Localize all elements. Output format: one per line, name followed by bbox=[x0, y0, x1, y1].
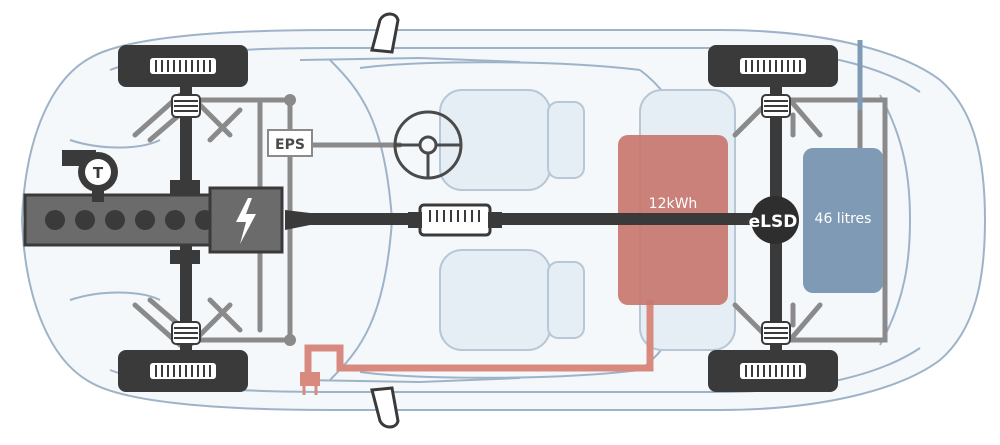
mirror-top bbox=[370, 12, 400, 54]
center-gear-unit bbox=[408, 203, 502, 237]
fuel-tank-label: 46 litres bbox=[815, 211, 872, 227]
wheel-rear-right bbox=[708, 350, 838, 392]
battery-label: 12kWh bbox=[649, 196, 698, 212]
elsd-unit bbox=[751, 196, 799, 244]
fuel-tank bbox=[803, 148, 883, 293]
wheel-front-right bbox=[118, 350, 248, 392]
engine-cylinders-icon bbox=[45, 210, 215, 230]
electric-motor bbox=[208, 186, 284, 254]
charge-port-icon bbox=[300, 372, 320, 386]
steering-wheel-icon bbox=[393, 110, 463, 180]
turbo-label: T bbox=[93, 164, 104, 182]
front-seat-left bbox=[439, 89, 551, 191]
steering-pivot-top bbox=[284, 94, 296, 106]
turbocharger-icon bbox=[62, 150, 118, 202]
wheel-rear-left bbox=[708, 45, 838, 87]
eps-box bbox=[267, 129, 313, 157]
mirror-bottom bbox=[370, 386, 400, 429]
elsd-label: eLSD bbox=[749, 212, 798, 232]
prop-shaft bbox=[310, 213, 770, 225]
lightning-bolt-icon bbox=[236, 198, 256, 244]
wheel-front-left bbox=[118, 45, 248, 87]
wheels bbox=[118, 45, 838, 392]
charging-cable bbox=[304, 300, 654, 378]
steering-pivot-bottom bbox=[284, 334, 296, 346]
eps-label: EPS bbox=[275, 137, 305, 153]
front-seat-right bbox=[439, 249, 551, 351]
